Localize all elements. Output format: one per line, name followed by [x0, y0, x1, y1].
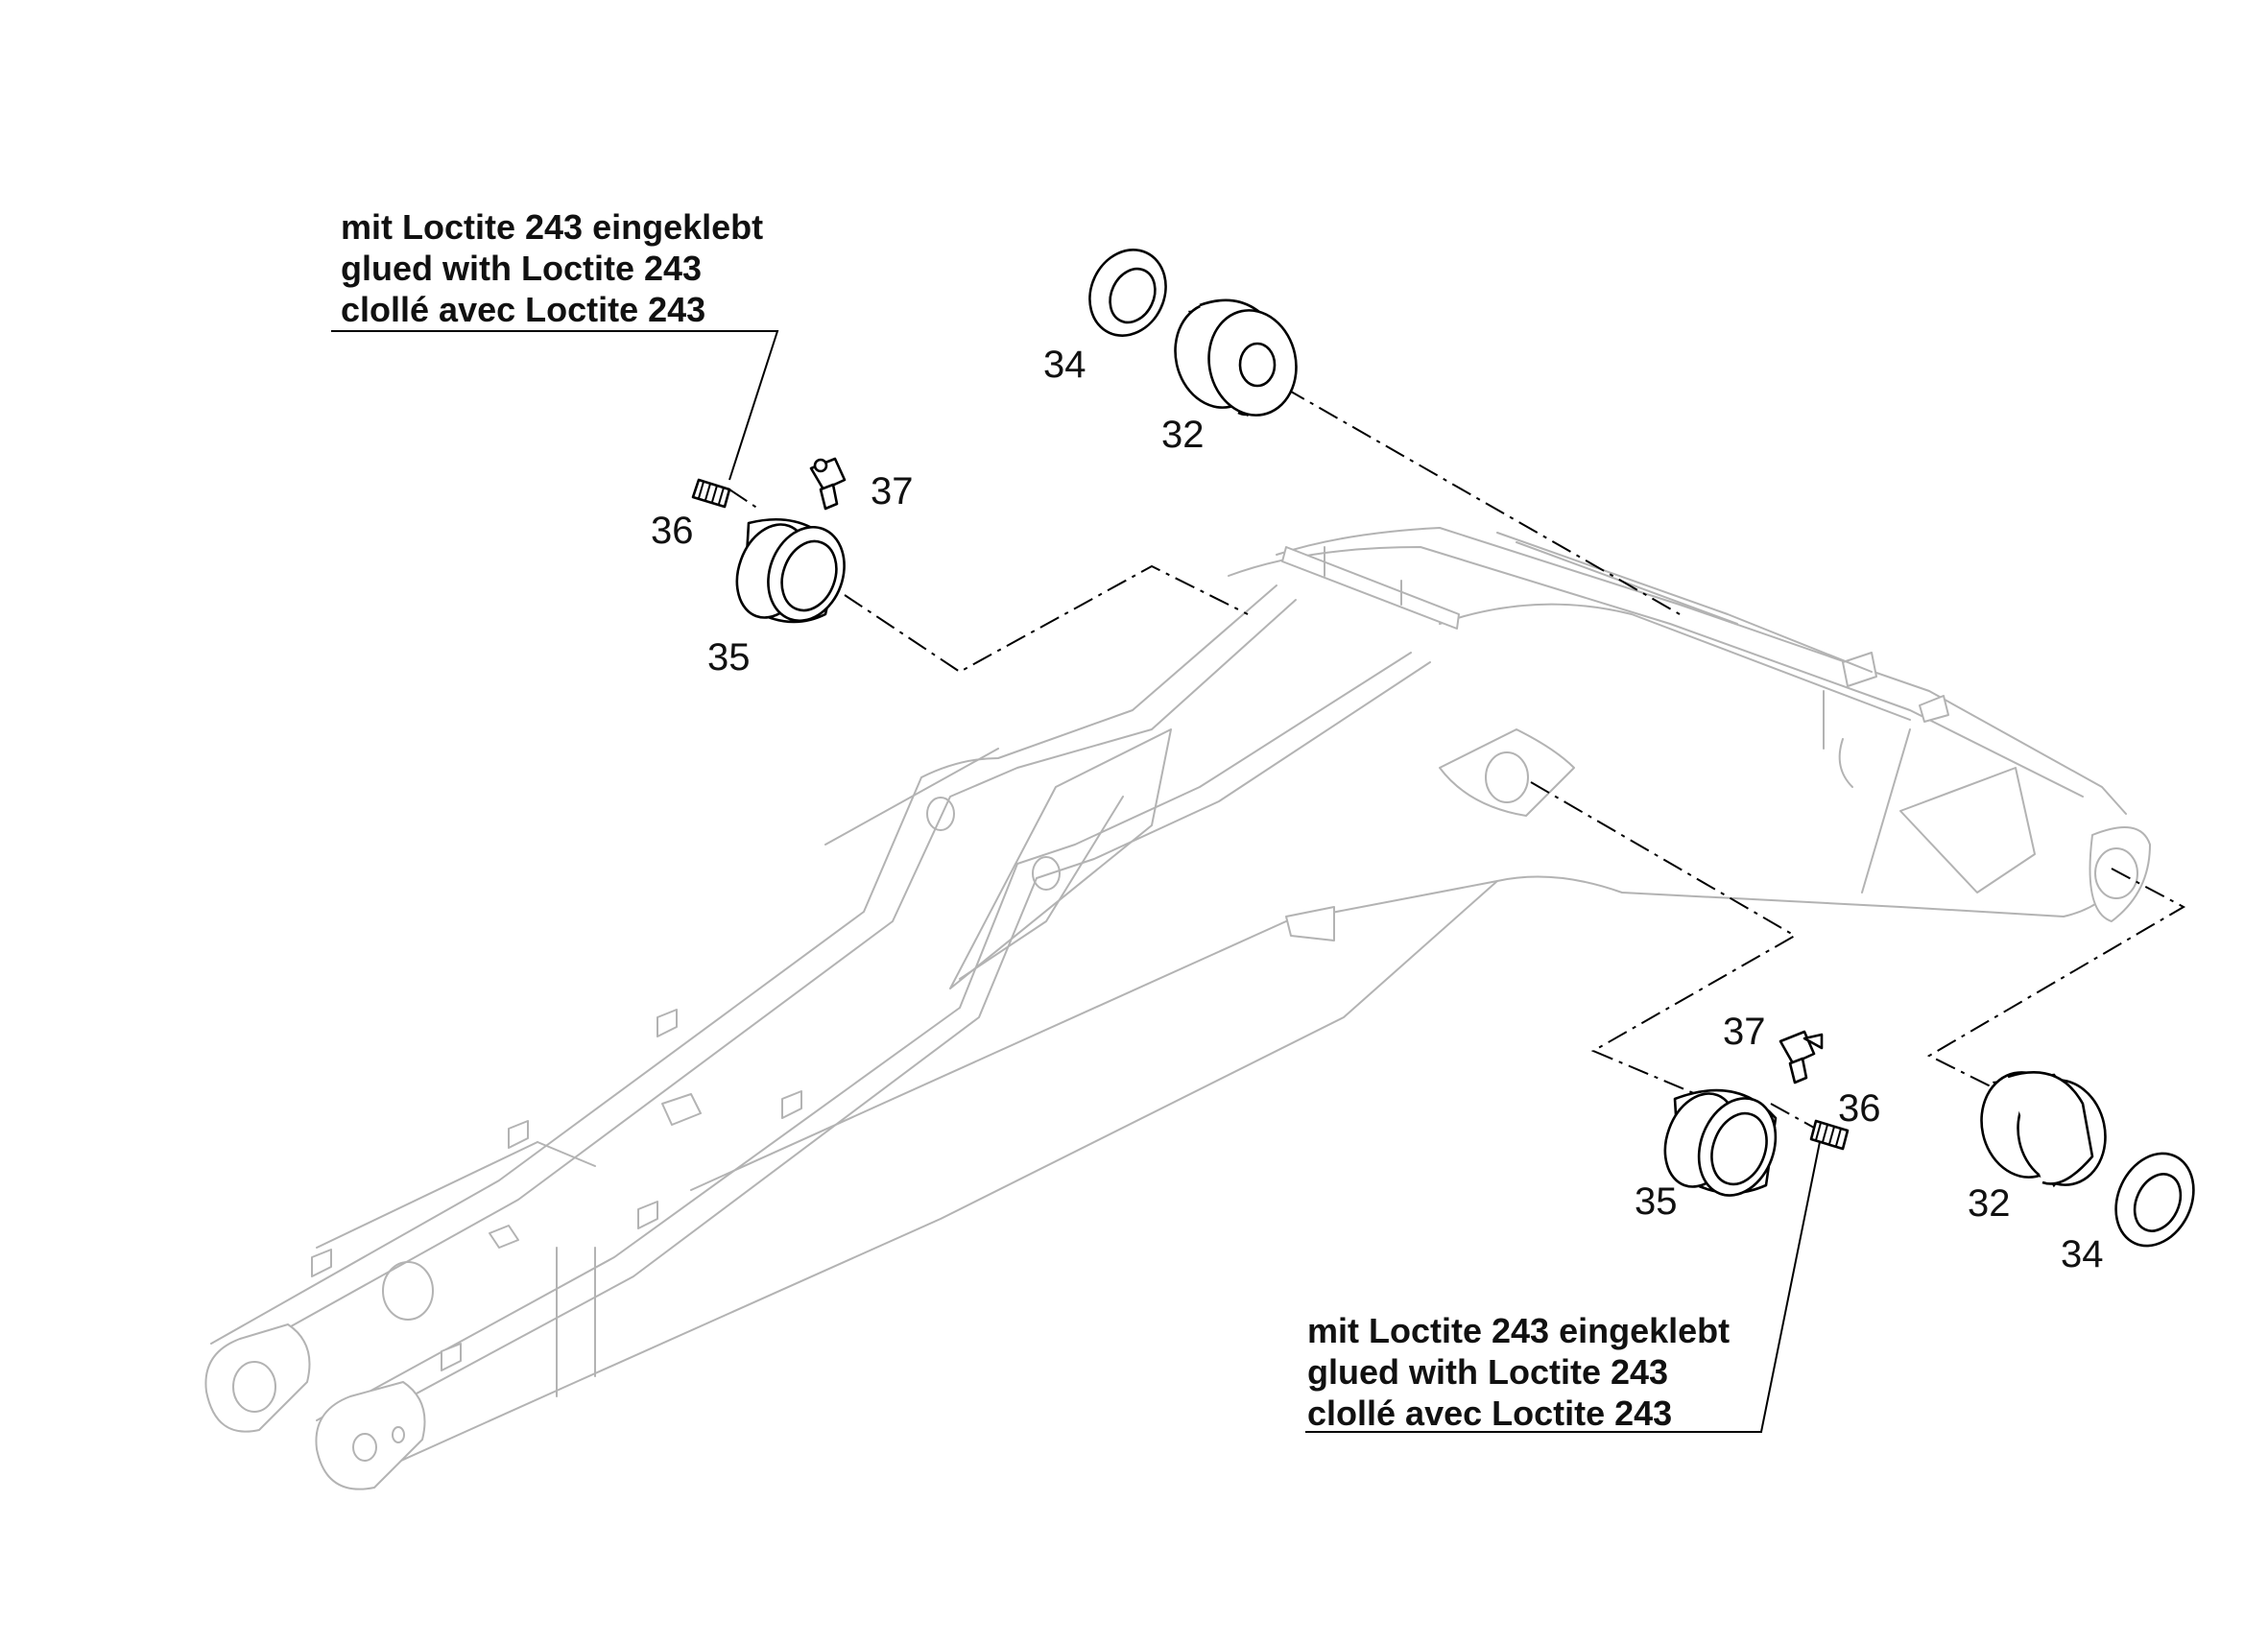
part-36-bottom-set-screw	[1809, 1119, 1850, 1151]
right-assembly-line	[1926, 868, 2186, 1090]
bottom-screw-line	[1770, 1103, 1815, 1129]
callout-34-bottom: 34	[2061, 1233, 2104, 1275]
callout-34-top: 34	[1043, 344, 1086, 386]
note-line-english: glued with Loctite 243	[1307, 1352, 1669, 1392]
callout-35-bottom: 35	[1635, 1180, 1678, 1223]
part-37-bottom-grease-nipple	[1779, 1030, 1824, 1084]
mid-assembly-line	[1530, 781, 1798, 1129]
top-pin-assembly-line	[1252, 369, 1681, 615]
assembly-lines	[728, 369, 2186, 1129]
callout-37-bottom: 37	[1723, 1011, 1766, 1053]
note-line-french: clollé avec Loctite 243	[1307, 1394, 1673, 1433]
note-line-german: mit Loctite 243 eingeklebt	[341, 207, 764, 247]
loctite-note-top: mit Loctite 243 eingeklebt glued with Lo…	[341, 206, 763, 330]
part-35-bottom-sleeve	[1663, 1088, 1778, 1197]
callout-32-bottom: 32	[1968, 1182, 2011, 1225]
top-screw-line	[728, 488, 759, 510]
callout-35-top: 35	[707, 636, 751, 679]
callout-32-top: 32	[1161, 414, 1205, 456]
callout-36-top: 36	[651, 510, 694, 552]
part-34-bottom-washer	[2114, 1152, 2195, 1248]
part-37-top-grease-nipple	[809, 457, 847, 511]
note-line-german: mit Loctite 243 eingeklebt	[1307, 1311, 1731, 1350]
part-35-top-sleeve	[735, 517, 846, 624]
part-32-bottom-bushing	[1980, 1071, 2107, 1188]
loctite-note-bottom: mit Loctite 243 eingeklebt glued with Lo…	[1307, 1310, 1730, 1434]
note-line-english: glued with Loctite 243	[341, 249, 703, 288]
excavator-boom-drawing	[204, 527, 2151, 1490]
note-line-french: clollé avec Loctite 243	[341, 290, 706, 329]
callout-37-top: 37	[871, 470, 914, 512]
top-assembly-line	[844, 564, 1249, 674]
bottom-note-leader	[1305, 1122, 1825, 1433]
note-leaders	[331, 330, 1825, 1433]
part-36-top-set-screw	[691, 478, 731, 509]
part-34-top-washer	[1088, 249, 1167, 337]
part-32-top-bushing	[1174, 298, 1298, 417]
callout-36-bottom: 36	[1838, 1087, 1881, 1130]
top-note-leader	[331, 330, 779, 481]
